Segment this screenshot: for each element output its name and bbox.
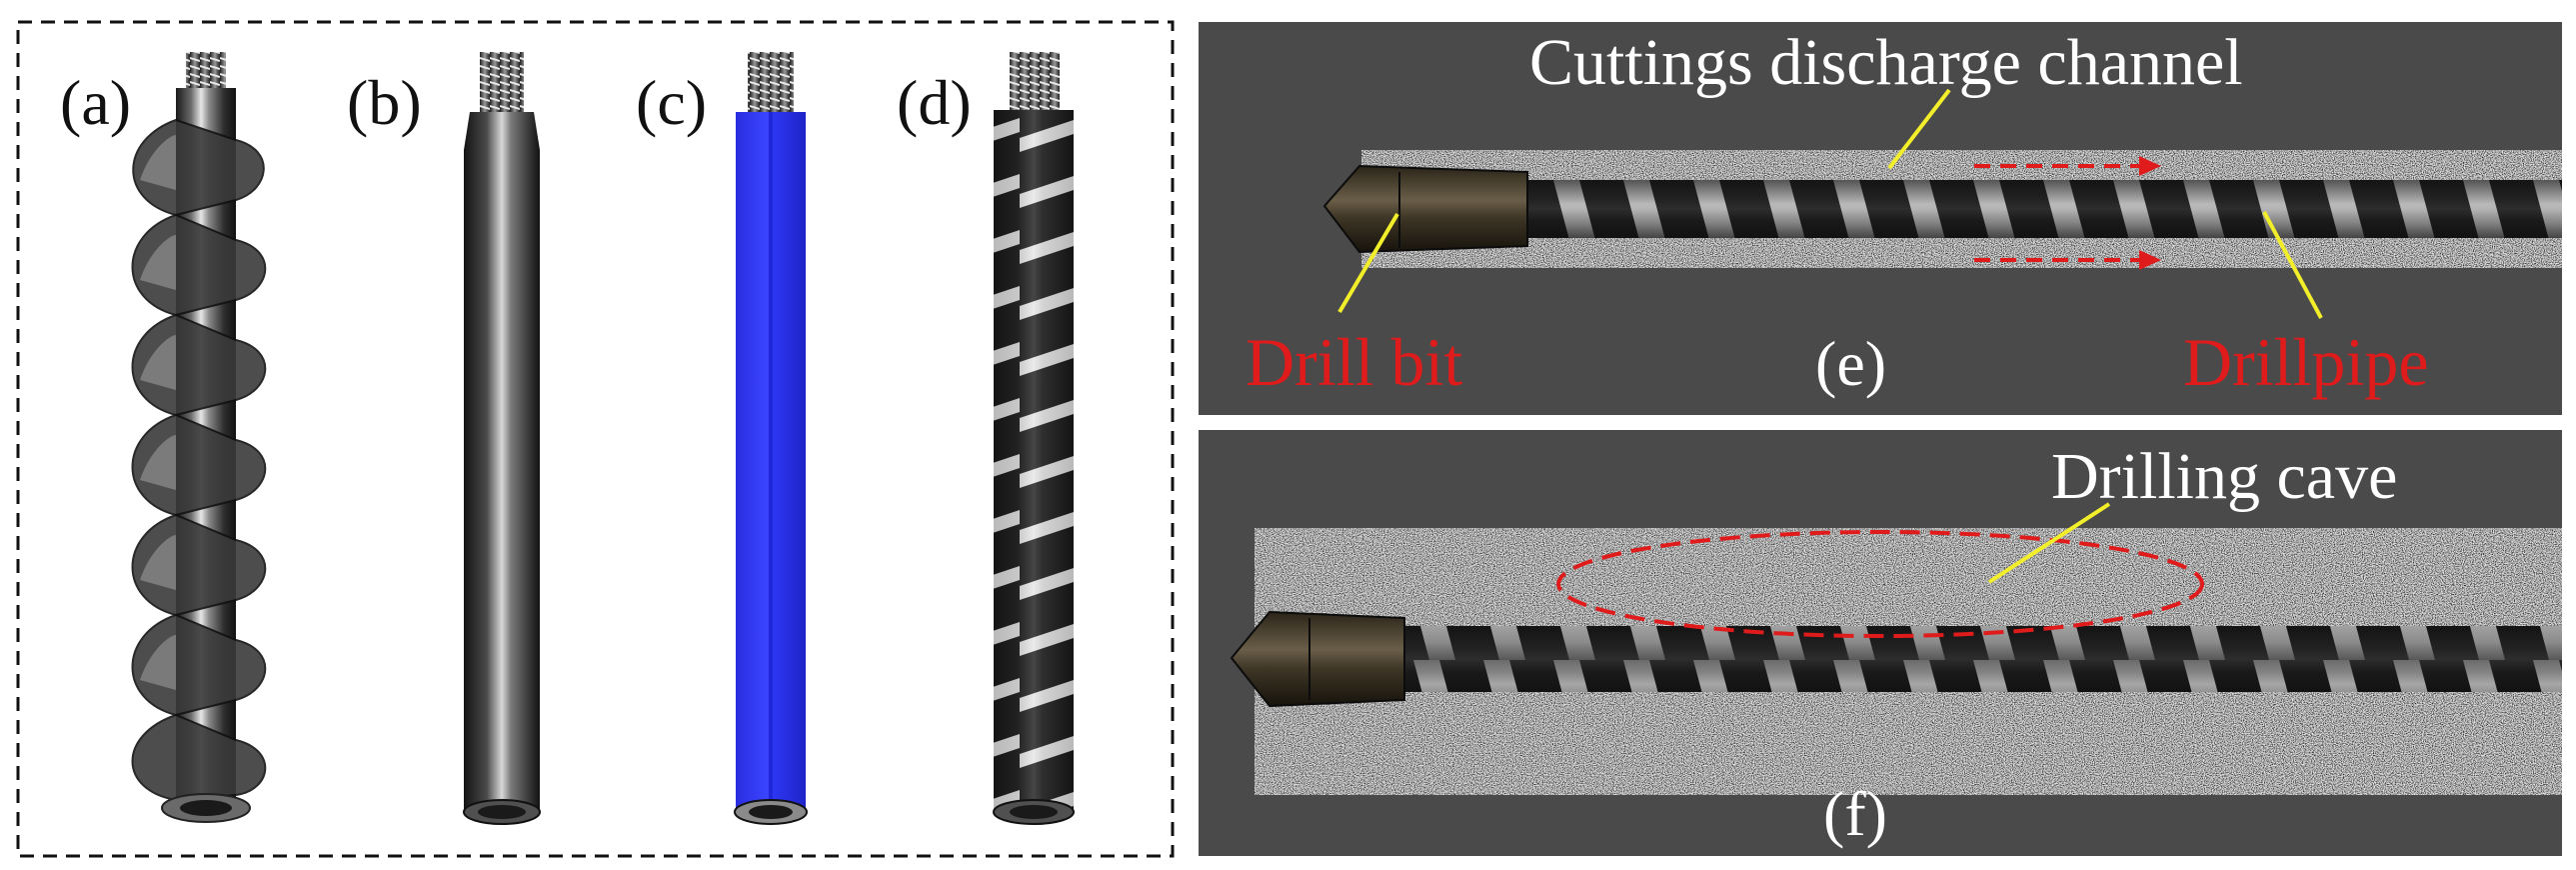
label-b: (b): [347, 67, 422, 138]
leader-pipe: [2262, 211, 2323, 319]
leader-bit: [1337, 212, 1399, 314]
blue-drill-pipe-c: [734, 52, 808, 825]
leader-channel: [1887, 88, 1951, 170]
label-a: (a): [60, 67, 131, 138]
panel-f: [1199, 430, 2562, 856]
cave-outline: [1556, 530, 2204, 638]
bit-label: Drill bit: [1246, 324, 1462, 400]
label-c: (c): [636, 67, 707, 138]
label-f: (f): [1823, 778, 1887, 849]
smooth-drill-pipe-b: [463, 52, 541, 825]
leader-cave: [1987, 502, 2111, 584]
drill-bit-e: [1322, 164, 1528, 254]
auger-drill-pipe-a: [131, 52, 267, 823]
drill-bit-f: [1230, 610, 1405, 708]
spiral-drill-pipe-d: [993, 52, 1075, 825]
flow-arrows: [1974, 164, 2139, 262]
pipe-label: Drillpipe: [2183, 324, 2429, 400]
label-e: (e): [1815, 328, 1886, 399]
label-d: (d): [897, 67, 972, 138]
cave-label: Drilling cave: [2051, 440, 2397, 513]
panel-e: [1199, 22, 2562, 415]
channel-label: Cuttings discharge channel: [1529, 26, 2243, 99]
